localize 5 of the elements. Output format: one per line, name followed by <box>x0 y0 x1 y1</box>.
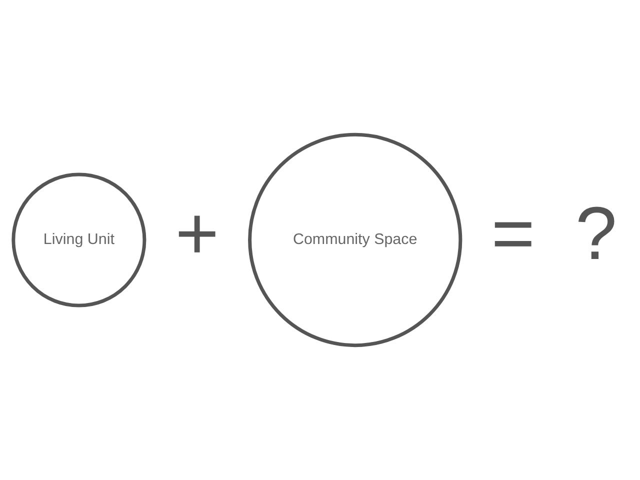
label: = <box>491 190 535 275</box>
label: ? <box>575 190 617 275</box>
label: + <box>175 190 219 275</box>
node-circle: Community Space <box>248 132 462 348</box>
node-circle: Living Unit <box>12 172 146 308</box>
